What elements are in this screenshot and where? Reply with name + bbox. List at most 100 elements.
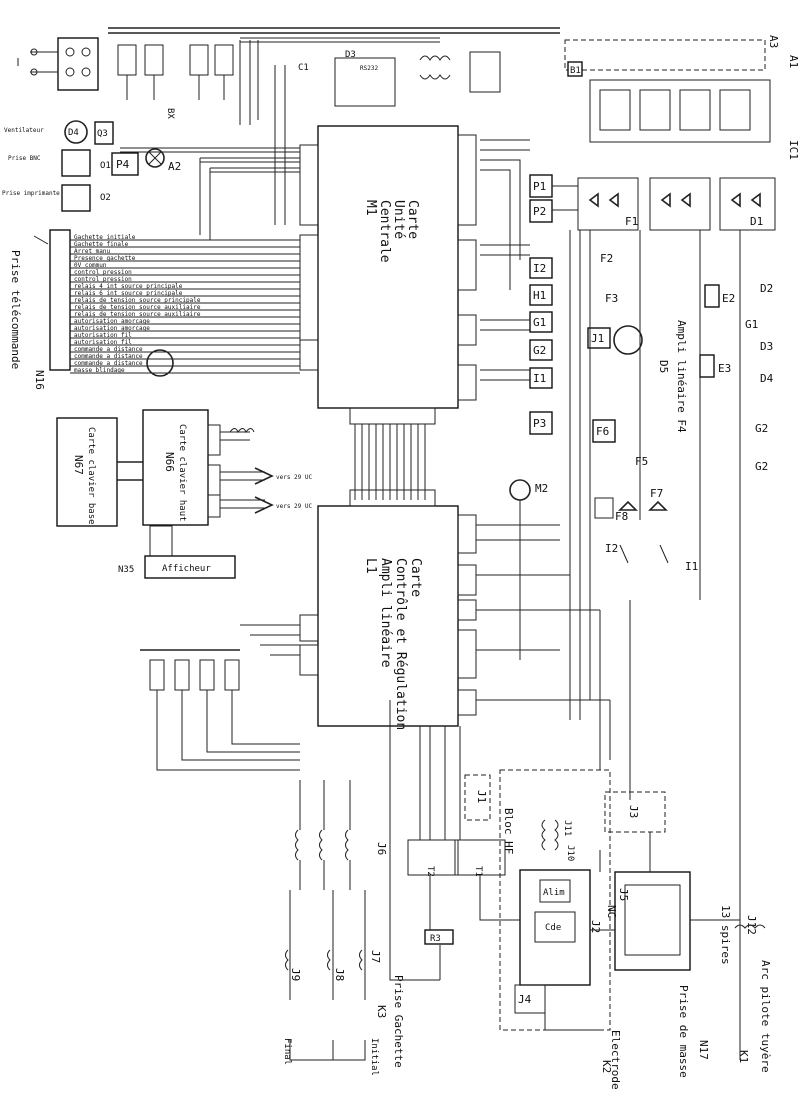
svg-text:L1: L1 [363,558,378,574]
f6-f5: F6 F5 [592,419,648,468]
svg-text:D4: D4 [760,372,774,385]
j1-bottom: J1 [464,774,491,821]
svg-text:NC: NC [605,905,618,918]
a3-a1-relays: A3 A1 B1 [564,35,800,77]
svg-text:F7: F7 [650,487,663,500]
telecommand-signal-label: autorisation fil [74,339,132,346]
keyboard-top-title: Carte clavier haut [177,424,187,522]
k3-prise-gachette: K3 Prise Gachette Initial Final [282,975,405,1076]
telecommand-signal-label: Presence gachette [74,255,136,262]
keyboard-top-ref: N66 [163,452,176,472]
svg-text:G2: G2 [755,422,768,435]
svg-text:M1: M1 [363,200,378,216]
svg-text:F5: F5 [635,455,648,468]
keyboard-base-ref: N67 [72,455,85,475]
svg-text:D1: D1 [750,215,763,228]
telecommand-signal-label: 0V commun [74,262,107,269]
p3-component: P3 [529,411,553,435]
m2-motor: M2 [509,479,548,501]
svg-text:Alim: Alim [543,888,565,898]
arc-pilote-coil [734,924,766,929]
central-board-connectors [299,134,477,425]
svg-text:J11: J11 [562,820,572,836]
telecommand-signal-label: control pression [74,276,132,283]
vers29-label-b: vers 29 UC [276,503,313,510]
k2-label: K2 [600,1060,613,1073]
telecommand-signal-label: autorisation amorcage [74,325,150,332]
svg-text:G2: G2 [755,460,768,473]
telecommand-title: Prise télécommande [9,250,22,369]
transistor [613,325,643,355]
ic1-power-modules: IC1 [589,79,800,160]
svg-text:J7: J7 [369,950,382,963]
left-harness [120,40,300,240]
telecommand-connector: Prise télécommande N16 [9,229,71,390]
svg-text:J5: J5 [617,888,630,901]
svg-text:J1: J1 [475,790,488,803]
telecommand-signal-label: commande a distance [74,353,143,360]
svg-text:I2: I2 [533,262,546,275]
electrode-label: Electrode [609,1030,622,1090]
svg-text:R3: R3 [430,934,441,944]
f2-label: F2 [600,252,613,265]
t1-t2-relays: T2 T1 R3 [407,839,506,945]
top-cable-bundle [108,27,560,43]
telecommand-signal-label: commande a distance [74,360,143,367]
svg-text:RS232: RS232 [360,65,378,72]
telecommand-signal-label: relais de tension source auxiliaire [74,311,201,318]
bloc-hf-label: Bloc HF [502,808,515,854]
svg-text:O1: O1 [100,161,111,171]
svg-text:D3: D3 [760,340,773,353]
transformer-top [419,51,501,93]
svg-text:E3: E3 [718,362,731,375]
telecommand-signal-label: masse blindage [74,367,125,374]
j6-transformers: J6 [295,780,388,890]
svg-text:J6: J6 [375,842,388,855]
svg-text:D2: D2 [760,282,773,295]
svg-text:A1: A1 [787,55,800,68]
arc-pilote-label: Arc pilote tuyère [759,960,772,1073]
svg-text:E2: E2 [722,292,735,305]
svg-text:A3: A3 [767,35,780,48]
svg-text:Prise Gachette: Prise Gachette [392,975,405,1068]
svg-text:J10: J10 [565,845,575,861]
fan-component: D4 Ventilateur [4,120,88,144]
svg-text:P1: P1 [533,180,546,193]
svg-text:F8: F8 [615,510,628,523]
svg-text:P2: P2 [533,205,546,218]
bx-label: BX [165,108,175,119]
svg-text:G1: G1 [533,316,546,329]
display-afficheur: Afficheur N35 [118,525,236,579]
keyboard-top-board [142,409,209,526]
svg-text:G2: G2 [533,344,546,357]
right-vertical-wires [476,139,741,1060]
control-board-title: Carte Contrôle et Régulation Ampli linéa… [363,558,423,730]
j2-j4-block: Alim Cde J2 J4 [514,869,602,1014]
prise-bnc: Prise BNC O1 [8,149,111,177]
telecommand-signal-label: relais 4 int source principale [74,283,183,290]
prise-masse-label: Prise de masse [677,985,690,1078]
svg-text:A2: A2 [168,160,181,173]
j11-j10: J11 J10 [541,819,575,861]
svg-text:I2: I2 [605,542,618,555]
e2-e3-d-components: E2 E3 D2 G1 D3 D4 G2 G2 [699,282,774,473]
svg-text:M2: M2 [535,482,548,495]
central-board-title: Carte Unité Centrale M1 [363,200,420,263]
svg-text:F6: F6 [596,425,609,438]
prise-imprimante: Prise imprimante O2 [2,184,111,212]
rectifier-bridges: F1 D1 [577,177,776,231]
svg-text:J4: J4 [518,993,532,1006]
bottom-wires [389,700,740,1031]
telecommand-ref: N16 [33,370,46,390]
telecommand-signal-label: Gachette finale [74,241,129,248]
telecommand-signal-label: relais de tension source auxiliaire [74,304,201,311]
telecommand-signal-label: autorisation fil [74,332,132,339]
telecommand-signal-label: relais de tension source principale [74,297,201,304]
spires-label: 13 spires [719,905,732,965]
svg-text:I1: I1 [533,372,546,385]
p4-component: P4 [111,152,139,176]
svg-text:Prise BNC: Prise BNC [8,155,41,162]
j3-transformer: J3 [604,791,666,833]
